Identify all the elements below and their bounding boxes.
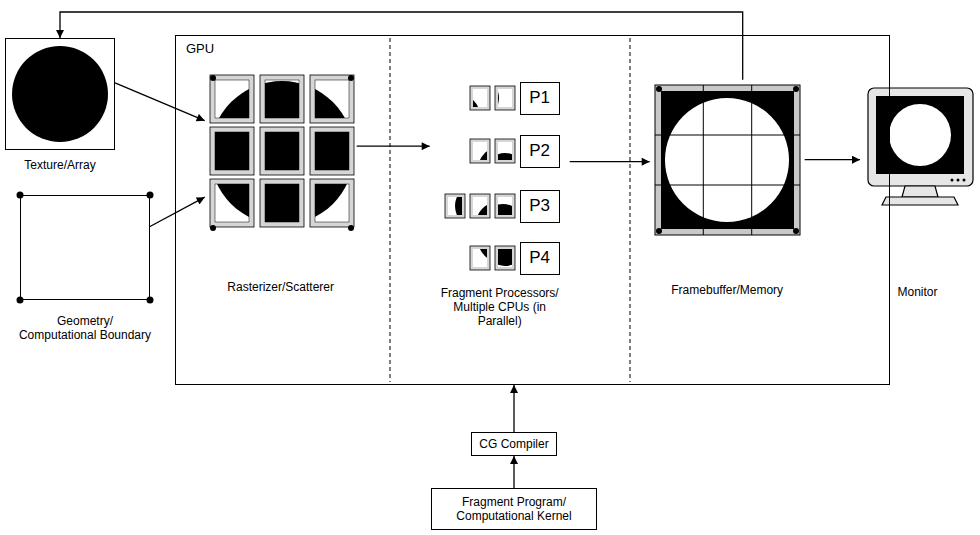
processor-box: P1 — [520, 82, 560, 115]
node-caption: Texture/Array — [24, 158, 95, 172]
processor-box: P2 — [520, 135, 560, 168]
framebuffer-grid — [655, 85, 800, 235]
node-caption: Geometry/ Computational Boundary — [17, 314, 153, 342]
flow-arrow — [60, 12, 743, 80]
geometry-box: Geometry/ Computational Boundary — [20, 195, 150, 300]
stage-label: Rasterizer/Scatterer — [227, 280, 334, 294]
processor-label: P2 — [529, 141, 550, 161]
processor-box: P4 — [520, 242, 560, 275]
fragment-thumbnails — [436, 76, 527, 270]
geometry-corners — [17, 192, 154, 304]
texture-box: Texture/Array — [5, 38, 115, 150]
framebuffer-stage: Framebuffer/Memory — [650, 80, 805, 240]
compiler-box: CG Compiler — [471, 432, 557, 456]
texture-disc — [12, 46, 108, 142]
program-box: Fragment Program/ Computational Kernel — [431, 488, 597, 530]
gpu-box: Rasterizer/Scatterer P1P2P3P4Fragment Pro… — [175, 35, 890, 385]
monitor-icon — [868, 88, 973, 205]
rasterizer-stage: Rasterizer/Scatterer — [205, 70, 357, 240]
monitor: Monitor — [860, 80, 975, 240]
flow-arrow — [513, 456, 514, 488]
stage-separator — [390, 38, 630, 382]
processor-label: P1 — [529, 88, 550, 108]
flow-arrow — [357, 146, 430, 147]
flow-arrow — [513, 385, 514, 432]
flow-arrow — [115, 83, 205, 121]
processor-box: P3 — [520, 190, 560, 223]
flow-arrow — [805, 159, 860, 160]
stage-label: Framebuffer/Memory — [671, 283, 783, 297]
node-caption: Monitor — [897, 285, 937, 299]
rasterizer-tiles — [210, 75, 354, 231]
fragment-processor-stage: P1P2P3P4Fragment Processors/ Multiple CP… — [430, 78, 570, 278]
flow-arrow — [150, 197, 205, 226]
processor-label: P4 — [529, 248, 550, 268]
processor-label: P3 — [529, 196, 550, 216]
flow-arrow — [570, 161, 650, 162]
box-label: CG Compiler — [479, 437, 548, 451]
box-title: GPU — [186, 42, 879, 56]
stage-label: Fragment Processors/ Multiple CPUs (in P… — [438, 286, 562, 328]
box-label: Fragment Program/ Computational Kernel — [439, 495, 589, 523]
